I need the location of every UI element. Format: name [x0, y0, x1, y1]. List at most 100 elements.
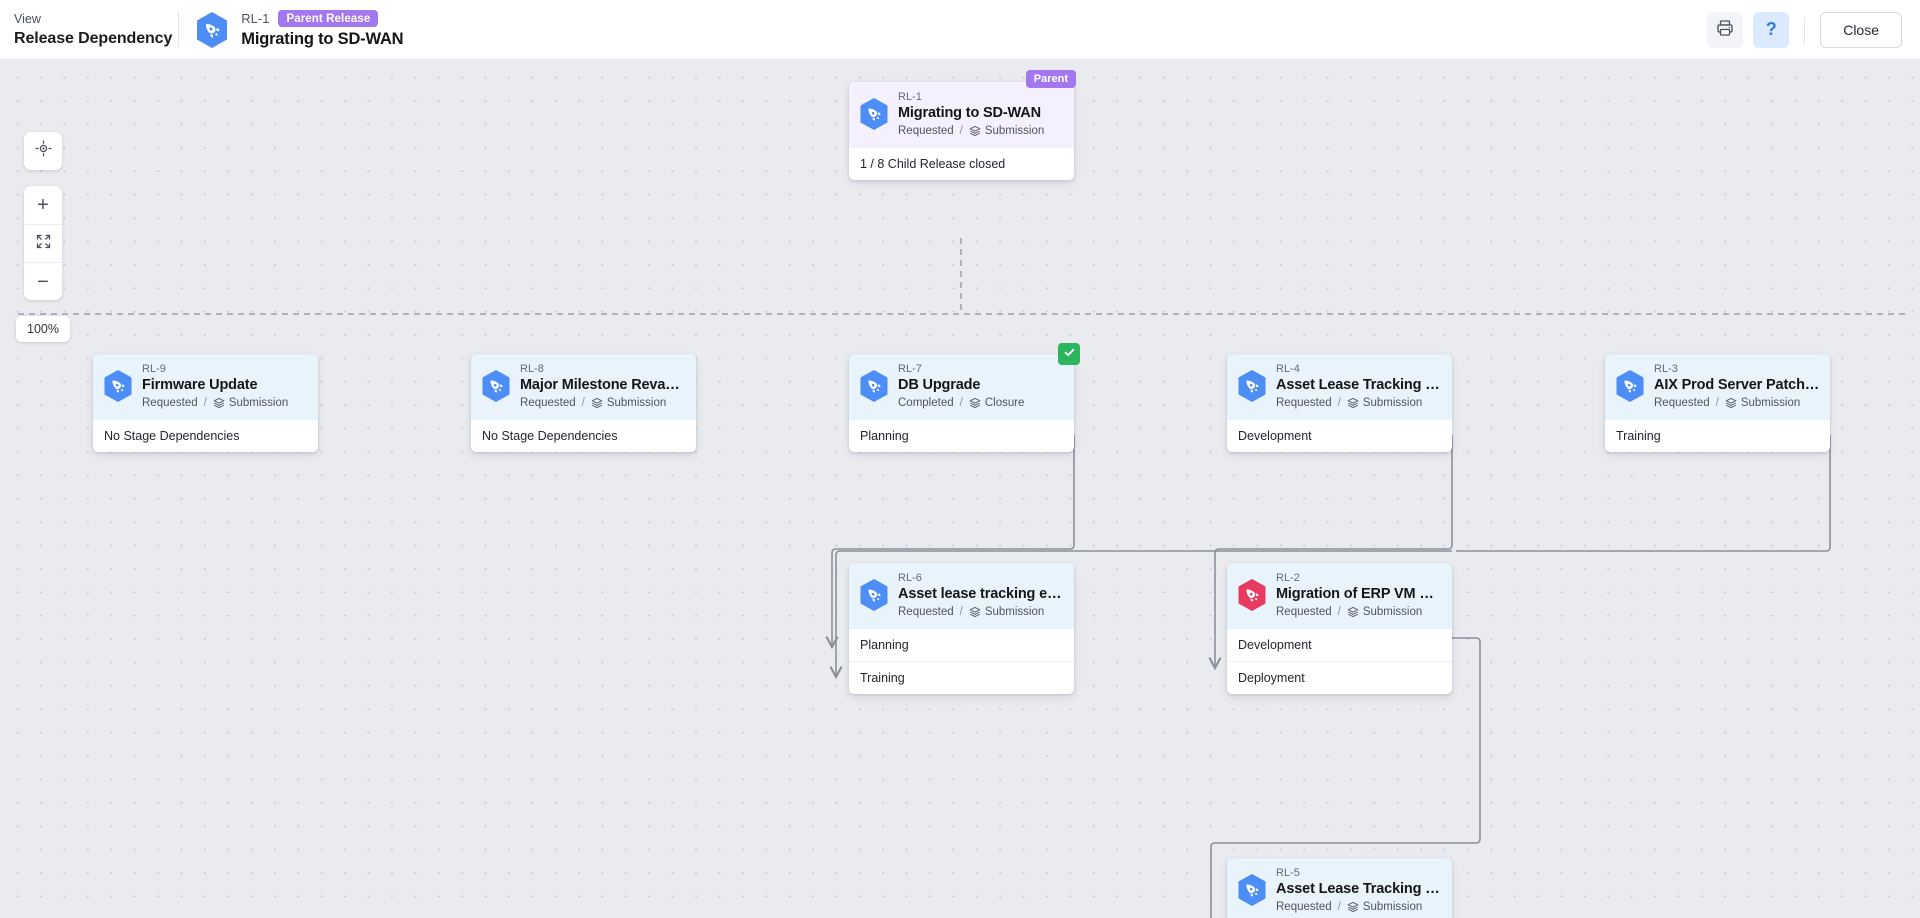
card-state: Requested [1276, 606, 1332, 618]
release-card-rl-6[interactable]: RL-6 Asset lease tracking enh... Request… [849, 563, 1074, 694]
parent-release-badge: Parent Release [278, 10, 379, 27]
card-header: RL-9 Firmware Update Requested / Submiss… [93, 354, 318, 420]
card-state: Requested [1276, 397, 1332, 409]
card-state: Requested [898, 125, 954, 137]
card-title: Asset Lease Tracking To... [1276, 377, 1442, 393]
card-header: RL-1 Migrating to SD-WAN Requested / Sub… [849, 82, 1074, 148]
record-title: Migrating to SD-WAN [241, 30, 404, 48]
stack-icon [1725, 397, 1737, 409]
card-row[interactable]: Training [849, 661, 1074, 694]
card-row[interactable]: 1 / 8 Child Release closed [860, 157, 1006, 171]
print-button[interactable] [1707, 11, 1744, 48]
zoom-level-indicator[interactable]: 100% [16, 316, 70, 342]
rocket-hex-icon [859, 578, 889, 612]
card-stage: Submission [228, 397, 289, 409]
card-text: RL-4 Asset Lease Tracking To... Requeste… [1276, 362, 1442, 411]
release-card-rl-2[interactable]: RL-2 Migration of ERP VM on ... Requeste… [1227, 563, 1452, 694]
plus-icon: + [37, 194, 49, 216]
release-card-rl-5[interactable]: RL-5 Asset Lease Tracking En... Requeste… [1227, 858, 1452, 918]
card-id: RL-7 [898, 363, 922, 375]
card-row[interactable]: Planning [860, 638, 909, 652]
dependency-edges [18, 238, 1905, 918]
slash-separator: / [959, 125, 963, 137]
close-button[interactable]: Close [1820, 11, 1902, 48]
card-text: RL-3 AIX Prod Server Patching Requested … [1654, 362, 1820, 411]
card-id: RL-4 [1276, 363, 1300, 375]
fit-to-screen-button[interactable] [24, 224, 62, 262]
card-stage: Submission [984, 125, 1045, 137]
card-id: RL-8 [520, 363, 544, 375]
minus-icon: − [37, 270, 49, 293]
card-row[interactable]: Development [1238, 638, 1312, 652]
zoom-out-button[interactable]: − [24, 262, 62, 300]
view-label: View [14, 11, 41, 26]
rocket-hex-icon [481, 369, 511, 403]
card-title: Major Milestone Revamp [520, 377, 686, 393]
slash-separator: / [203, 397, 207, 409]
help-button[interactable]: ? [1753, 11, 1790, 48]
card-stage: Submission [1362, 397, 1423, 409]
recenter-target-icon [35, 140, 52, 162]
stack-icon [1347, 901, 1359, 913]
header-action-divider [1804, 16, 1806, 43]
card-text: RL-6 Asset lease tracking enh... Request… [898, 571, 1064, 620]
card-row[interactable]: Development [1238, 429, 1312, 443]
card-id: RL-9 [142, 363, 166, 375]
card-subtitle: Requested / Submission [1276, 604, 1442, 620]
slash-separator: / [959, 606, 963, 618]
card-header: RL-7 DB Upgrade Completed / Closure [849, 354, 1074, 420]
card-title: Firmware Update [142, 377, 258, 393]
record-meta: RL-1 Parent Release Migrating to SD-WAN [241, 9, 404, 50]
card-id: RL-6 [898, 572, 922, 584]
slash-separator: / [1715, 397, 1719, 409]
card-state: Completed [898, 397, 954, 409]
dependency-canvas[interactable]: + − 100% [0, 60, 1920, 918]
release-card-rl-9[interactable]: RL-9 Firmware Update Requested / Submiss… [93, 354, 318, 452]
card-id: RL-3 [1654, 363, 1678, 375]
check-icon [1063, 346, 1076, 362]
parent-badge: Parent [1025, 70, 1076, 88]
card-title: DB Upgrade [898, 377, 981, 393]
stack-icon [1347, 397, 1359, 409]
release-card-rl-1[interactable]: Parent RL-1 Migrating to SD-WAN Requ [849, 70, 1076, 180]
rocket-hex-icon [195, 11, 229, 49]
card-row[interactable]: Deployment [1227, 661, 1452, 694]
card-stage: Submission [1362, 901, 1423, 913]
card-row[interactable]: No Stage Dependencies [104, 429, 240, 443]
card-state: Requested [1654, 397, 1710, 409]
release-card-rl-3[interactable]: RL-3 AIX Prod Server Patching Requested … [1605, 354, 1830, 452]
card-title: Asset lease tracking enh... [898, 586, 1064, 602]
card-stage: Closure [984, 397, 1025, 409]
rocket-hex-icon [1237, 578, 1267, 612]
card-subtitle: Requested / Submission [1654, 395, 1820, 411]
zoom-controls: + − [24, 186, 62, 300]
rocket-hex-icon [1615, 369, 1645, 403]
zoom-in-button[interactable]: + [24, 186, 62, 224]
card-text: RL-8 Major Milestone Revamp Requested / … [520, 362, 686, 411]
card-text: RL-5 Asset Lease Tracking En... Requeste… [1276, 866, 1442, 915]
recenter-button[interactable] [24, 132, 62, 170]
release-card-rl-4[interactable]: RL-4 Asset Lease Tracking To... Requeste… [1227, 354, 1452, 452]
card-header: RL-2 Migration of ERP VM on ... Requeste… [1227, 563, 1452, 629]
rocket-hex-icon [1237, 873, 1267, 907]
card-title: Migrating to SD-WAN [898, 105, 1041, 121]
stack-icon [969, 397, 981, 409]
card-title: Asset Lease Tracking En... [1276, 881, 1442, 897]
rocket-hex-icon [1237, 369, 1267, 403]
card-header: RL-5 Asset Lease Tracking En... Requeste… [1227, 858, 1452, 918]
slash-separator: / [1337, 397, 1341, 409]
card-subtitle: Completed / Closure [898, 395, 1064, 411]
card-header: RL-6 Asset lease tracking enh... Request… [849, 563, 1074, 629]
card-row[interactable]: No Stage Dependencies [482, 429, 618, 443]
release-card-rl-8[interactable]: RL-8 Major Milestone Revamp Requested / … [471, 354, 696, 452]
card-row[interactable]: Training [1616, 429, 1661, 443]
slash-separator: / [581, 397, 585, 409]
header-divider [178, 12, 180, 47]
card-stage: Submission [606, 397, 667, 409]
release-card-rl-7[interactable]: RL-7 DB Upgrade Completed / Closure Plan… [849, 343, 1080, 452]
view-title: Release Dependency [14, 29, 173, 47]
stack-icon [969, 125, 981, 137]
card-row[interactable]: Planning [860, 429, 909, 443]
slash-separator: / [1337, 606, 1341, 618]
stack-icon [969, 606, 981, 618]
